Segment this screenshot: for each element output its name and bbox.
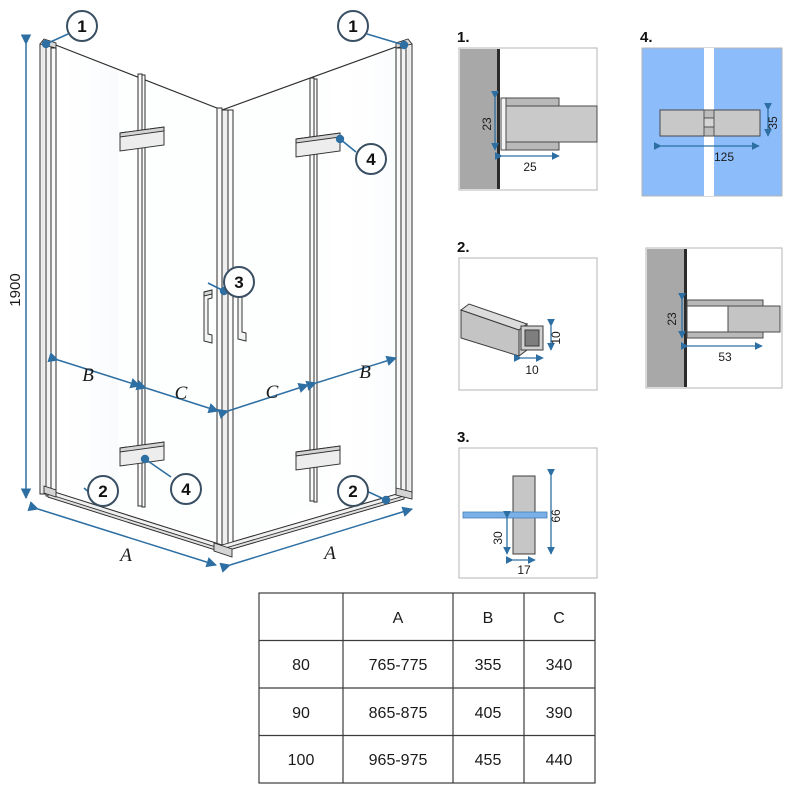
table-row: 100 965-975 455 440: [288, 752, 573, 769]
detail-4-dim-35: 35: [766, 116, 780, 130]
dimension-a-left: [27, 501, 218, 568]
door-stiles: [137, 73, 318, 508]
callout-3[interactable]: 3: [223, 266, 255, 298]
label-dim-c-left: C: [175, 383, 188, 404]
dimension-a-right: [219, 506, 414, 573]
callout-1-right[interactable]: 1: [337, 10, 369, 42]
detail-2-dim-10-v: 10: [549, 331, 563, 345]
glass-hinges: [119, 126, 341, 471]
table-cell-a: 865-875: [369, 705, 428, 722]
label-dim-b-right: B: [359, 362, 371, 383]
callout-2-right[interactable]: 2: [337, 475, 369, 507]
table-cell-a: 765-775: [369, 657, 428, 674]
detail-panel-1: 1. 23 25: [457, 29, 598, 191]
callout-2-left[interactable]: 2: [87, 475, 119, 507]
callout-4-left-label: 4: [181, 480, 191, 499]
label-dim-c-right: C: [266, 382, 279, 403]
wall-profile-left: [39, 38, 57, 499]
table-cell-b: 455: [475, 752, 502, 769]
detail-panel-3: 3. 66 30 17: [457, 429, 598, 579]
table-header-b: B: [483, 610, 494, 627]
detail-3-dim-17: 17: [517, 563, 531, 577]
dimension-b-left: [47, 352, 142, 389]
dimension-b-right: [305, 355, 398, 391]
table-cell-size: 80: [292, 657, 310, 674]
label-dim-b-left: B: [82, 365, 94, 386]
table-header-c: C: [553, 610, 565, 627]
table-cell-size: 90: [292, 705, 310, 722]
table-cell-size: 100: [288, 752, 315, 769]
detail-5-dim-23: 23: [665, 312, 679, 326]
detail-panel-3-label: 3.: [457, 429, 470, 446]
table-cell-c: 440: [546, 752, 573, 769]
callout-4-right[interactable]: 4: [355, 143, 387, 175]
detail-3-dim-30: 30: [491, 531, 505, 545]
table-cell-b: 355: [475, 657, 502, 674]
callout-1-right-label: 1: [348, 17, 357, 36]
detail-2-dim-10-h: 10: [525, 363, 539, 377]
table-row: 90 865-875 405 390: [292, 705, 572, 722]
table-cell-c: 390: [546, 705, 573, 722]
table-cell-c: 340: [546, 657, 573, 674]
detail-panel-2: 2. 10 10: [457, 239, 598, 391]
detail-4-dim-125: 125: [714, 150, 734, 164]
label-dim-a-left: A: [118, 545, 132, 566]
detail-panel-4-label: 4.: [640, 29, 653, 46]
callout-3-label: 3: [234, 273, 243, 292]
detail-1-dim-23: 23: [480, 117, 494, 131]
detail-1-dim-25: 25: [523, 160, 537, 174]
wall-profile-right: [395, 38, 413, 499]
detail-5-dim-53: 53: [718, 350, 732, 364]
detail-panel-2-label: 2.: [457, 239, 470, 256]
detail-panel-4: 4. 35 125: [640, 29, 783, 197]
callout-bubbles: 1 1 4 3 2 2 4: [66, 10, 387, 507]
table-header-a: A: [393, 610, 404, 627]
label-dim-a-right: A: [322, 543, 336, 564]
callout-4-right-label: 4: [366, 150, 376, 169]
size-table: A B C 80 765-775 355 340 90 865-875 405 …: [258, 592, 596, 784]
dimension-lines: [20, 34, 414, 573]
detail-panel-1-label: 1.: [457, 29, 470, 46]
callout-1-left[interactable]: 1: [66, 10, 98, 42]
callout-1-left-label: 1: [77, 17, 86, 36]
callout-2-left-label: 2: [98, 482, 107, 501]
dimension-c-right: [217, 382, 309, 419]
main-isometric-drawing: 1900 B C C B A A 1 1 4: [7, 10, 414, 573]
table-cell-b: 405: [475, 705, 502, 722]
table-row: 80 765-775 355 340: [292, 657, 572, 674]
callout-2-right-label: 2: [348, 482, 357, 501]
detail-panel-5: 23 53: [645, 247, 783, 389]
corner-post: [216, 107, 234, 548]
dimension-c-left: [135, 380, 220, 414]
detail-3-dim-66: 66: [549, 509, 563, 523]
callout-4-left[interactable]: 4: [170, 473, 202, 505]
label-height-1900: 1900: [7, 273, 24, 306]
table-cell-a: 965-975: [369, 752, 428, 769]
